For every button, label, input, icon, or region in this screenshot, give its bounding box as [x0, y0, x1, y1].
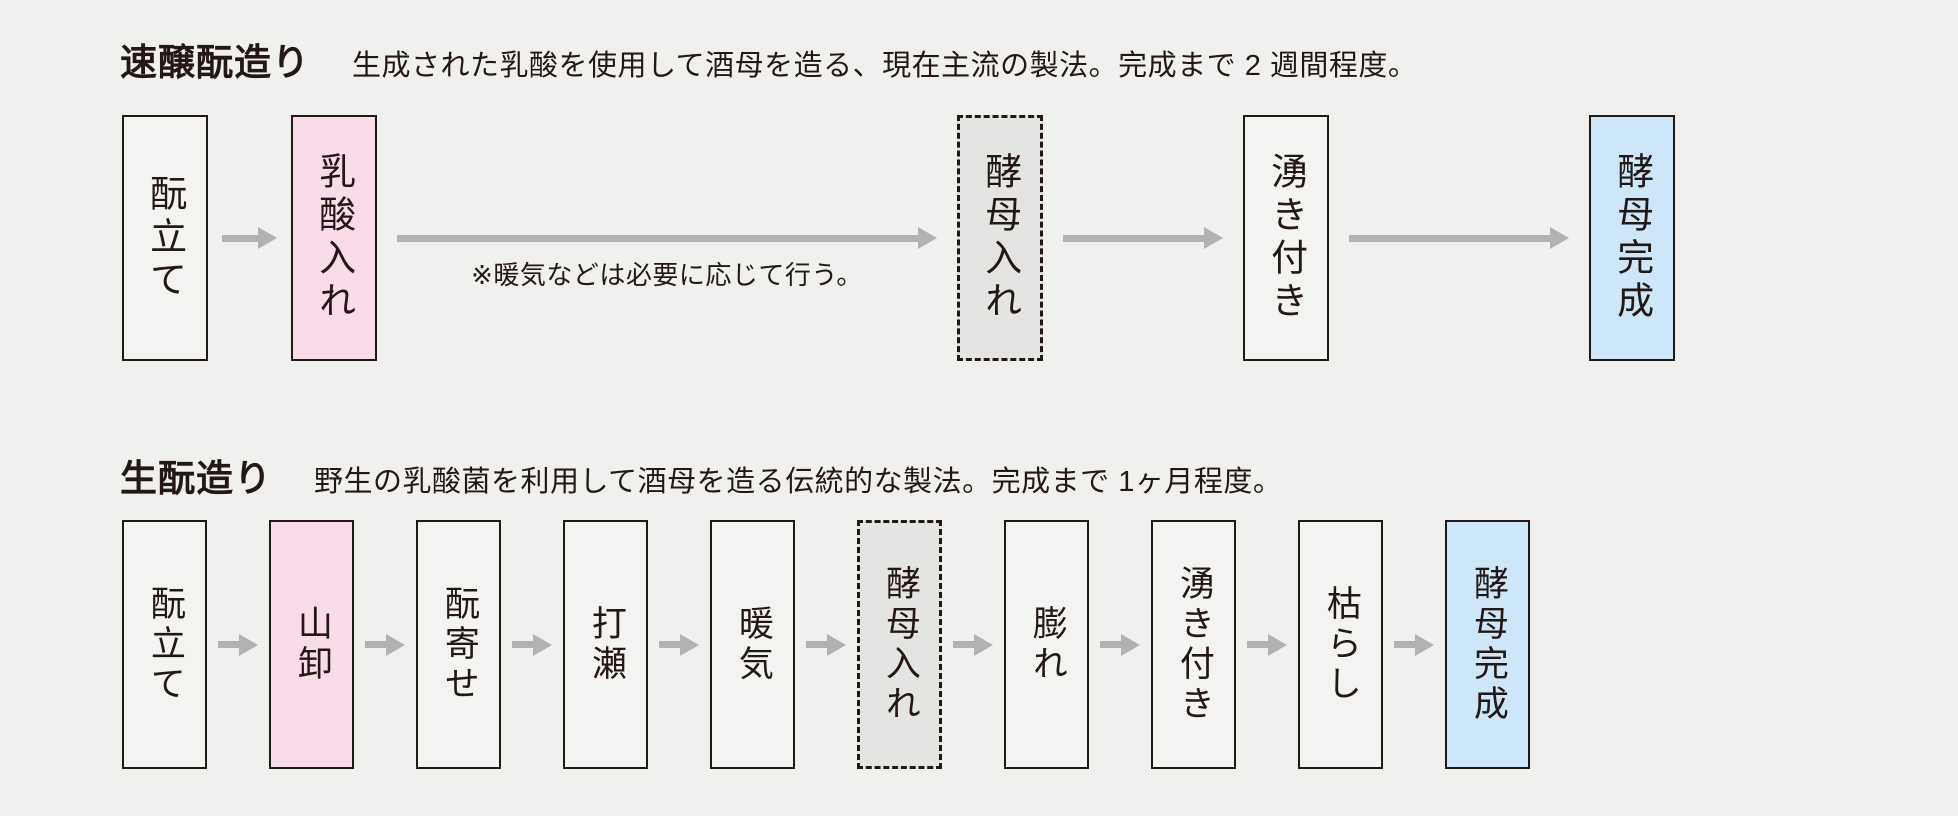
node-label: 酵母入れ: [880, 564, 920, 725]
node-label: 膨れ: [1027, 604, 1067, 685]
arrow-connector: [1247, 633, 1287, 656]
note-danki: ※暖気などは必要に応じて行う。: [471, 260, 863, 290]
node-label: 酛立て: [145, 584, 185, 705]
node-label: 酛立て: [144, 173, 186, 303]
node-label: 枯らし: [1321, 584, 1361, 705]
arrow-shaft: [218, 641, 240, 648]
arrow-connector: [1100, 633, 1140, 656]
arrow-head: [533, 633, 552, 656]
arrow-connector: [1349, 227, 1569, 249]
arrow-head: [1550, 227, 1569, 249]
process-node-koubo-kansei[interactable]: 酵母完成: [1589, 115, 1675, 361]
node-label: 山卸: [292, 604, 332, 685]
arrow-shaft: [1394, 641, 1416, 648]
arrow-shaft: [222, 234, 259, 242]
process-node-koubo-kansei-2[interactable]: 酵母完成: [1445, 520, 1530, 769]
process-node-danki[interactable]: 暖気: [710, 520, 795, 769]
process-node-motoyose[interactable]: 酛寄せ: [416, 520, 501, 769]
flow-row-kimoto: 酛立て 山卸 酛寄せ 打瀬 暖気: [122, 520, 1838, 769]
arrow-connector: [953, 633, 993, 656]
arrow-shaft: [365, 641, 387, 648]
arrow-head: [386, 633, 405, 656]
process-node-nyusan-ire[interactable]: 乳酸入れ: [291, 115, 377, 361]
arrow-shaft: [659, 641, 681, 648]
arrow-shaft: [953, 641, 975, 648]
arrow-shaft: [512, 641, 534, 648]
arrow-connector: [512, 633, 552, 656]
arrow-connector: [659, 633, 699, 656]
process-node-wakitsuki-2[interactable]: 湧き付き: [1151, 520, 1236, 769]
arrow-shaft: [1063, 234, 1205, 242]
arrow-connector-long: [397, 227, 937, 249]
process-node-karashi[interactable]: 枯らし: [1298, 520, 1383, 769]
arrow-shaft: [1100, 641, 1122, 648]
section-header-kimoto: 生酛造り 野生の乳酸菌を利用して酒母を造る伝統的な製法。完成まで 1ヶ月程度。: [120, 448, 1282, 502]
arrow-head: [680, 633, 699, 656]
arrow-connector: [1394, 633, 1434, 656]
node-label: 酵母入れ: [979, 152, 1021, 324]
node-label: 湧き付き: [1174, 564, 1214, 725]
arrow-head: [918, 227, 937, 249]
node-label: 酛寄せ: [439, 584, 479, 705]
node-label: 湧き付き: [1265, 152, 1307, 324]
process-node-yamaoroshi[interactable]: 山卸: [269, 520, 354, 769]
arrow-shaft: [1349, 234, 1551, 242]
arrow-shaft: [806, 641, 828, 648]
node-label: 打瀬: [586, 604, 626, 685]
arrow-head: [1204, 227, 1223, 249]
arrow-shaft: [397, 234, 919, 242]
section-header-sokujo: 速醸酛造り 生成された乳酸を使用して酒母を造る、現在主流の製法。完成まで 2 週…: [120, 32, 1417, 86]
arrow-connector: [806, 633, 846, 656]
section-description-sokujo: 生成された乳酸を使用して酒母を造る、現在主流の製法。完成まで 2 週間程度。: [352, 50, 1418, 82]
node-label: 酵母完成: [1611, 152, 1653, 324]
arrow-connector: [1063, 227, 1223, 249]
process-node-fukure[interactable]: 膨れ: [1004, 520, 1089, 769]
flow-row-sokujo: 酛立て 乳酸入れ ※暖気などは必要に応じて行う。 酵母入れ 湧き付き: [122, 115, 1836, 361]
long-arrow-with-note: ※暖気などは必要に応じて行う。: [397, 227, 937, 290]
arrow-shaft: [1247, 641, 1269, 648]
process-node-wakitsuki[interactable]: 湧き付き: [1243, 115, 1329, 361]
arrow-head: [1268, 633, 1287, 656]
process-node-koubo-ire[interactable]: 酵母入れ: [957, 115, 1043, 361]
process-node-utase[interactable]: 打瀬: [563, 520, 648, 769]
arrow-head: [258, 227, 277, 249]
process-node-motodate-2[interactable]: 酛立て: [122, 520, 207, 769]
arrow-connector: [365, 633, 405, 656]
arrow-head: [239, 633, 258, 656]
process-node-koubo-ire-2[interactable]: 酵母入れ: [857, 520, 942, 769]
node-label: 酵母完成: [1468, 564, 1508, 725]
arrow-head: [1415, 633, 1434, 656]
arrow-head: [974, 633, 993, 656]
arrow-connector: [222, 227, 277, 249]
section-title-sokujo: 速醸酛造り: [120, 42, 310, 83]
node-label: 暖気: [733, 604, 773, 685]
arrow-head: [1121, 633, 1140, 656]
node-label: 乳酸入れ: [313, 152, 355, 324]
arrow-head: [827, 633, 846, 656]
process-node-motodate[interactable]: 酛立て: [122, 115, 208, 361]
section-description-kimoto: 野生の乳酸菌を利用して酒母を造る伝統的な製法。完成まで 1ヶ月程度。: [314, 466, 1283, 498]
arrow-connector: [218, 633, 258, 656]
section-title-kimoto: 生酛造り: [120, 458, 272, 499]
